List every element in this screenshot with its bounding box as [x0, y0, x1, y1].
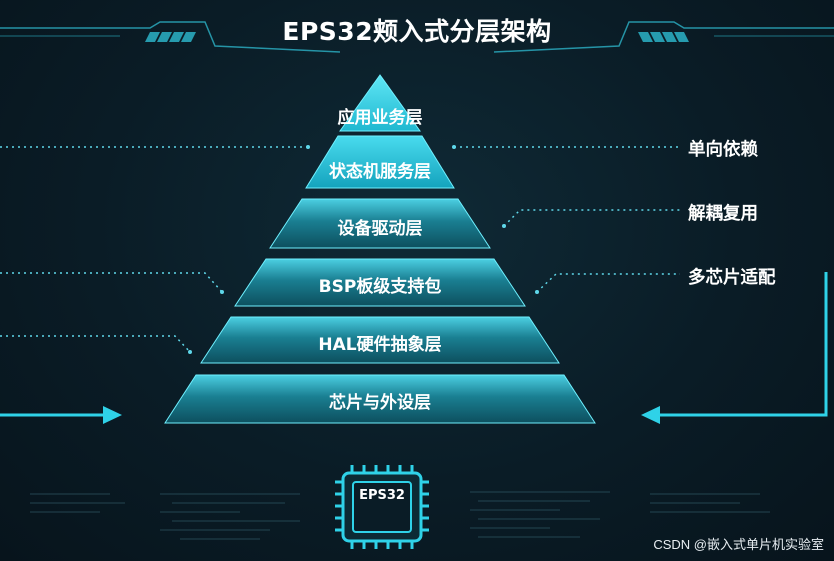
- layer-label-driver: 设备驱动层: [337, 219, 423, 239]
- page-title: EPS32颊入式分层架构: [282, 17, 552, 46]
- layer-label-app: 应用业务层: [337, 108, 423, 128]
- pyramid: [164, 74, 596, 424]
- layer-label-bsp: BSP板级支持包: [318, 277, 442, 297]
- label-decouple-reuse: 解耦复用: [688, 204, 758, 224]
- layer-label-fsm: 状态机服务层: [329, 162, 431, 182]
- left-arrow-head: [103, 406, 122, 424]
- header-stripes: [145, 32, 689, 42]
- label-one-way-dependency: 单向依赖: [688, 140, 758, 160]
- right-connectors: [454, 146, 680, 293]
- layer-shape-bsp: [234, 258, 526, 307]
- layer-shape-hal: [200, 316, 560, 364]
- layer-shape-fsm: [305, 135, 455, 189]
- watermark: CSDN @嵌入式单片机实验室: [653, 537, 824, 552]
- right-arrow: [660, 272, 828, 417]
- layer-label-chip: 芯片与外设层: [329, 393, 431, 413]
- code-decoration: [30, 491, 770, 540]
- left-connectors: [0, 146, 308, 353]
- chip-label: EPS32: [359, 488, 405, 503]
- layer-shape-app: [339, 74, 421, 132]
- layer-label-hal: HAL硬件抽象层: [318, 335, 442, 355]
- right-arrow-head: [641, 406, 660, 424]
- chip-icon: [335, 465, 429, 549]
- label-multi-chip-adaptation: 多芯片适配: [688, 268, 776, 288]
- header-frame: [0, 21, 834, 53]
- layer-shape-driver: [269, 198, 491, 249]
- layer-shape-chip: [164, 374, 596, 424]
